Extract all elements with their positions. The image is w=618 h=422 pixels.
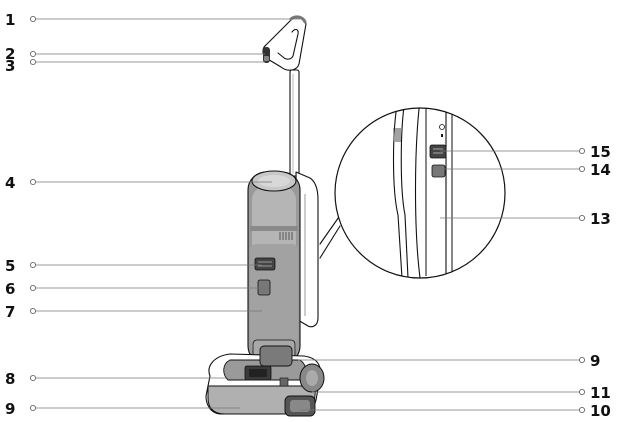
zoom-detail (334, 107, 506, 279)
callout-6: 6 (5, 280, 15, 298)
zoom-connector-line-2 (319, 225, 341, 259)
floor-head (205, 345, 325, 417)
callout-numbers: 1 2 3 4 5 6 7 8 9 9 11 10 13 14 15 (5, 11, 611, 420)
callout-11: 11 (590, 384, 611, 402)
callout-9-left: 9 (5, 400, 15, 418)
callout-8: 8 (5, 370, 15, 388)
callout-4: 4 (5, 174, 15, 192)
callout-9-right: 9 (590, 352, 600, 370)
vacuum-illustration (205, 15, 506, 417)
callout-14: 14 (590, 161, 611, 179)
callout-1: 1 (5, 11, 15, 29)
leader-lines (29, 15, 586, 414)
callout-13: 13 (590, 210, 611, 228)
callout-5: 5 (5, 257, 15, 275)
callout-3: 3 (5, 57, 15, 75)
callout-15: 15 (590, 143, 611, 161)
callout-7: 7 (5, 303, 15, 321)
handle (262, 15, 307, 71)
callout-2: 2 (5, 45, 15, 63)
main-body (247, 170, 319, 365)
callout-10: 10 (590, 402, 611, 420)
stick-tube (289, 69, 300, 177)
